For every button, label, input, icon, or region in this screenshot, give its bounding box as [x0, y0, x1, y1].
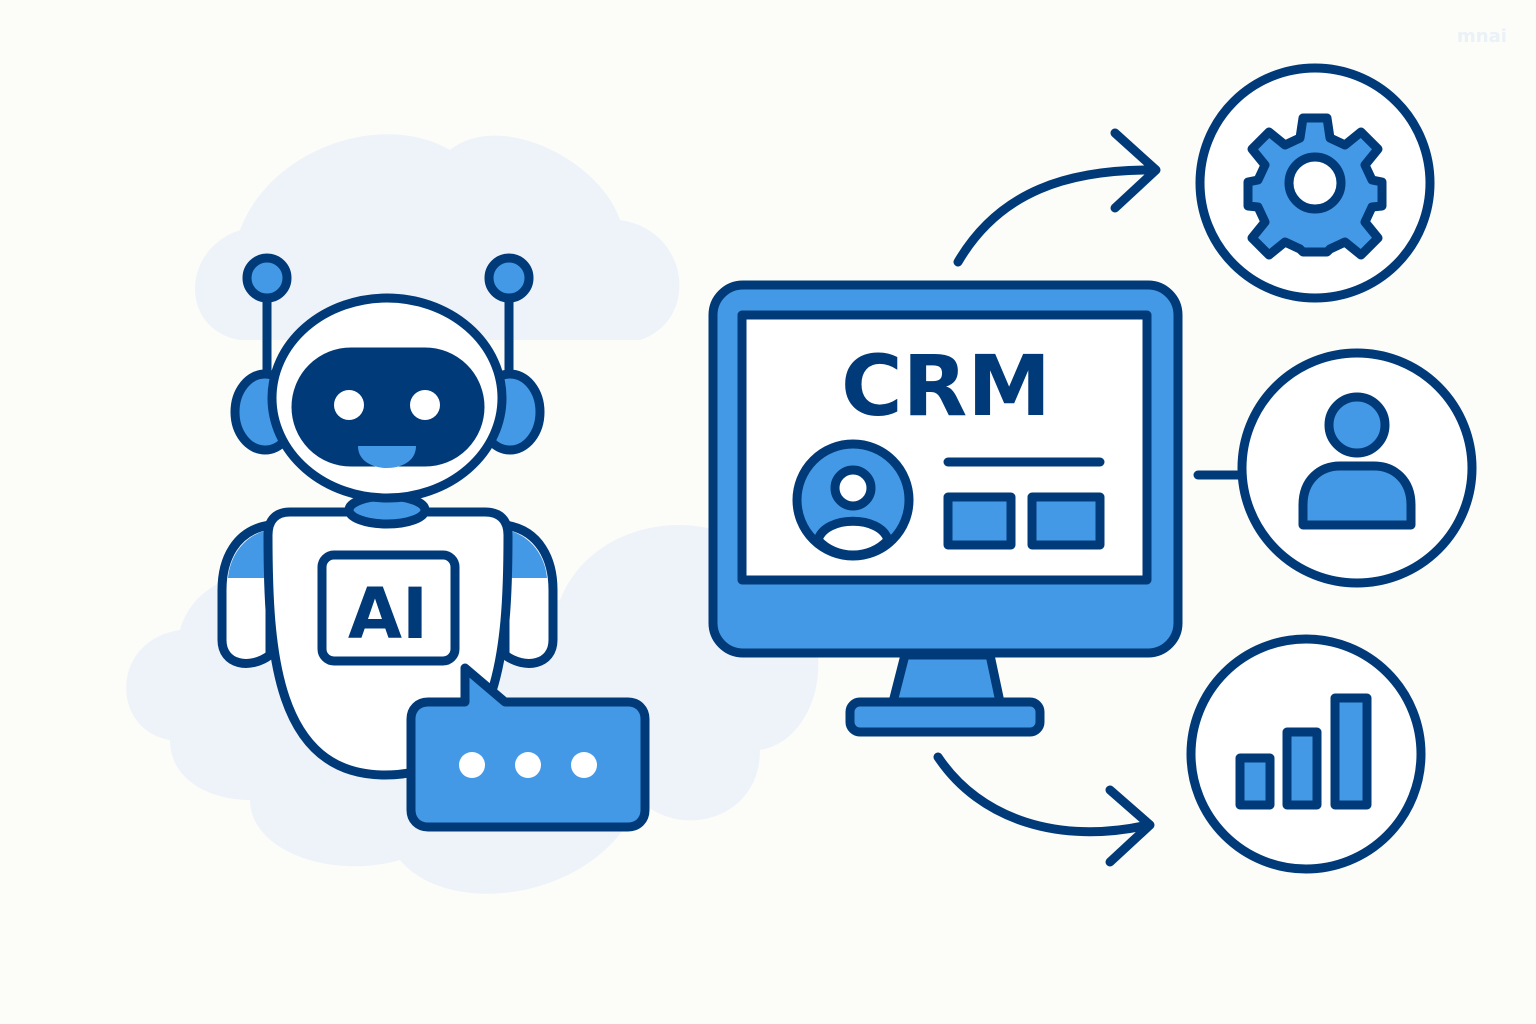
arrow-top: [953, 165, 1155, 267]
speech-bubble: [406, 663, 650, 832]
crm-title: CRM: [841, 337, 1051, 435]
flow-arrows: [933, 128, 1247, 867]
eye-right: [410, 390, 440, 420]
panel-box-2: [1027, 492, 1105, 550]
ai-badge: [317, 550, 460, 666]
arrow-bottom: [933, 752, 1153, 837]
ellipsis-icon: [459, 752, 597, 778]
arrow-top-head: [1110, 128, 1161, 213]
bar-chart-icon: [1235, 693, 1372, 810]
monitor-base: [845, 697, 1045, 737]
output-chart: [1186, 634, 1426, 874]
antenna-ball-left: [242, 253, 292, 303]
eye-left: [334, 390, 364, 420]
gear-icon: [1243, 113, 1387, 260]
mouth: [358, 446, 416, 468]
face-visor: [291, 347, 485, 467]
panel-box-1: [943, 492, 1016, 550]
antenna-ball-right: [484, 253, 534, 303]
arrow-bottom-head: [1105, 785, 1155, 867]
watermark-logo: mnai: [1457, 26, 1507, 47]
output-user: [1237, 348, 1477, 588]
monitor-neck: [888, 650, 1005, 707]
user-icon: [1298, 392, 1416, 530]
output-gear: [1195, 63, 1435, 303]
crm-monitor: [708, 280, 1183, 737]
ai-badge-label: AI: [348, 573, 428, 655]
